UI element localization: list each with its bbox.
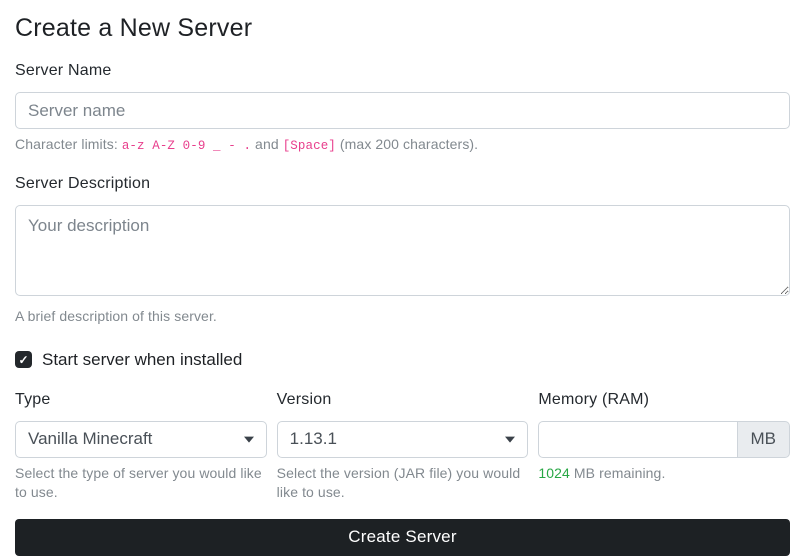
memory-remaining-suffix: MB remaining. — [569, 464, 666, 481]
server-name-group: Server Name Character limits: a-z A-Z 0-… — [15, 62, 790, 155]
memory-column: Memory (RAM) MB 1024 MB remaining. — [538, 390, 791, 502]
start-server-checkbox[interactable]: ✓ — [15, 351, 32, 369]
version-help: Select the version (JAR file) you would … — [276, 464, 525, 500]
help-suffix: (max 200 characters). — [335, 136, 479, 152]
chevron-down-icon — [505, 436, 516, 443]
server-name-help: Character limits: a-z A-Z 0-9 _ - . and … — [15, 135, 790, 155]
start-server-checkbox-label[interactable]: Start server when installed — [42, 349, 243, 369]
options-row: Type Vanilla Minecraft Select the type o… — [15, 390, 791, 502]
memory-remaining: 1024 MB remaining. — [538, 464, 790, 483]
version-selected-value: 1.13.1 — [289, 429, 337, 449]
checkmark-icon: ✓ — [18, 352, 29, 367]
server-description-help: A brief description of this server. — [15, 307, 217, 324]
server-description-textarea[interactable] — [15, 204, 790, 296]
version-column: Version 1.13.1 Select the version (JAR f… — [276, 390, 529, 502]
server-name-input[interactable] — [15, 92, 790, 129]
page-title: Create a New Server — [15, 14, 253, 42]
server-name-label: Server Name — [15, 62, 112, 79]
server-description-group: Server Description A brief description o… — [15, 175, 790, 326]
memory-unit-addon: MB — [737, 420, 791, 458]
memory-input-group: MB — [538, 420, 791, 458]
create-server-form: Create a New Server Server Name Characte… — [15, 0, 791, 556]
version-select[interactable]: 1.13.1 — [276, 420, 529, 458]
space-code: [Space] — [282, 139, 336, 153]
type-select[interactable]: Vanilla Minecraft — [15, 420, 267, 458]
memory-input[interactable] — [538, 420, 738, 458]
type-label: Type — [15, 390, 51, 408]
start-server-row: ✓ Start server when installed — [15, 350, 790, 370]
type-column: Type Vanilla Minecraft Select the type o… — [15, 391, 267, 502]
chevron-down-icon — [243, 436, 254, 443]
memory-label: Memory (RAM) — [538, 390, 650, 408]
create-server-button[interactable]: Create Server — [15, 518, 790, 556]
allowed-chars-code: a-z A-Z 0-9 _ - . — [121, 139, 252, 153]
type-help: Select the type of server you would like… — [15, 464, 266, 500]
memory-remaining-value: 1024 — [538, 464, 570, 481]
version-label: Version — [276, 390, 332, 408]
help-and: and — [251, 136, 283, 152]
help-prefix: Character limits: — [15, 136, 122, 152]
server-description-label: Server Description — [15, 174, 151, 192]
type-selected-value: Vanilla Minecraft — [28, 429, 153, 449]
